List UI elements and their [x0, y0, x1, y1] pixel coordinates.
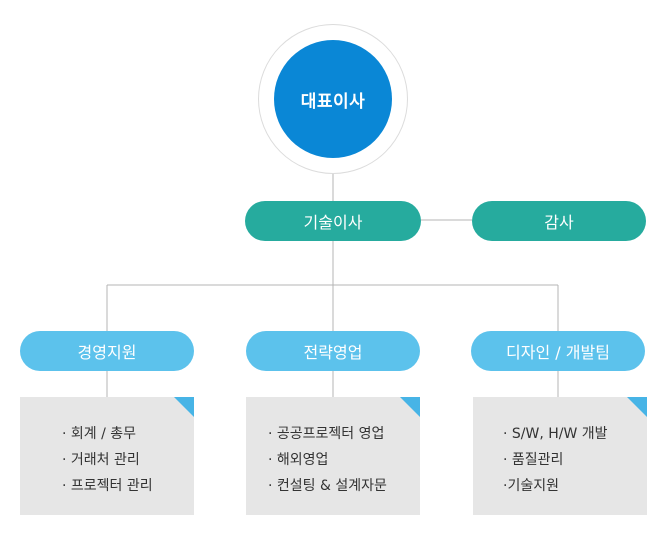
card-corner-tab	[400, 397, 420, 417]
dept-design-dev-node: 디자인 / 개발팀	[471, 331, 645, 371]
dept-management-duties: · 회계 / 총무 · 거래처 관리 · 프로젝터 관리	[20, 421, 194, 499]
dept-design-dev-duties: · S/W, H/W 개발 · 품질관리 ·기술지원	[473, 421, 647, 499]
duty-item: · 공공프로젝터 영업	[268, 426, 385, 442]
card-corner-tab	[174, 397, 194, 417]
dept-sales-duties: · 공공프로젝터 영업 · 해외영업 · 컨설팅 & 설계자문	[246, 421, 420, 499]
duty-item: · S/W, H/W 개발	[503, 426, 608, 442]
duty-item: · 프로젝터 관리	[62, 478, 153, 494]
ceo-node: 대표이사	[274, 40, 392, 158]
dept-management-card: · 회계 / 총무 · 거래처 관리 · 프로젝터 관리	[20, 397, 194, 515]
card-corner-tab	[627, 397, 647, 417]
duty-item: · 해외영업	[268, 452, 329, 468]
duty-item: · 컨설팅 & 설계자문	[268, 478, 387, 494]
duty-item: ·기술지원	[503, 478, 559, 494]
duty-item: · 회계 / 총무	[62, 426, 137, 442]
dept-design-dev-card: · S/W, H/W 개발 · 품질관리 ·기술지원	[473, 397, 647, 515]
dept-management-node: 경영지원	[20, 331, 194, 371]
duty-item: · 품질관리	[503, 452, 564, 468]
dept-sales-node: 전략영업	[246, 331, 420, 371]
dept-sales-card: · 공공프로젝터 영업 · 해외영업 · 컨설팅 & 설계자문	[246, 397, 420, 515]
cto-node: 기술이사	[245, 201, 421, 241]
audit-node: 감사	[472, 201, 646, 241]
duty-item: · 거래처 관리	[62, 452, 140, 468]
